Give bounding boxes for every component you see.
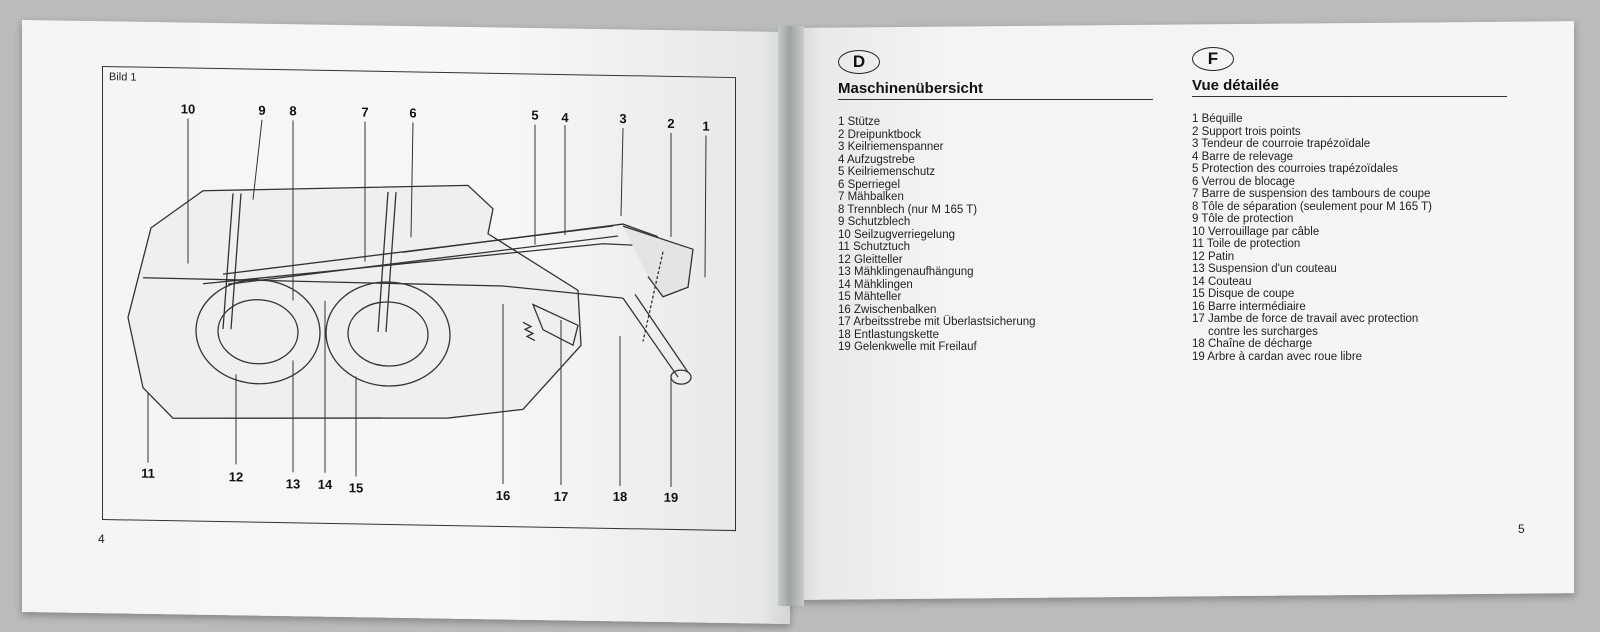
callout-8: 8 — [289, 103, 296, 118]
legend-item: 15 Disque de coupe — [1192, 288, 1295, 300]
legend-item: 9 Tôle de protection — [1192, 213, 1294, 225]
legend-item: 2 Support trois points — [1192, 125, 1301, 138]
mower-housing — [127, 184, 582, 419]
legend-item: 14 Mähklingen — [838, 278, 913, 291]
french-title: Vue détailée — [1192, 77, 1507, 97]
cutting-disc-left-inner — [217, 299, 299, 365]
legend-item: 18 Chaîne de décharge — [1192, 338, 1313, 350]
callout-7: 7 — [361, 105, 368, 120]
spring — [522, 321, 536, 342]
legend-item: 1 Stütze — [838, 116, 881, 128]
legend-item: 12 Gleitteller — [838, 253, 903, 266]
legend-item: 15 Mähteller — [838, 291, 902, 303]
legend-item: 17 Arbeitsstrebe mit Überlastsicherung — [838, 316, 1036, 328]
callout-4: 4 — [561, 110, 569, 125]
legend-item: 16 Barre intermédiaire — [1192, 300, 1306, 313]
legend-item: 7 Mähbalken — [838, 191, 904, 203]
french-legend: 1 Béquille 2 Support trois points 3 Tend… — [1192, 113, 1512, 363]
guard-post-right — [377, 191, 397, 333]
book-gutter — [778, 26, 804, 606]
legend-item: 4 Barre de relevage — [1192, 150, 1294, 163]
left-page-number: 4 — [98, 532, 105, 546]
legend-item: 10 Verrouillage par câble — [1192, 225, 1320, 238]
callout-17: 17 — [554, 489, 568, 504]
callout-13: 13 — [286, 476, 300, 491]
legend-item: 19 Arbre à cardan avec roue libre — [1192, 350, 1363, 363]
callout-3: 3 — [619, 111, 626, 126]
legend-item: 8 Trennblech (nur M 165 T) — [838, 203, 978, 216]
callout-10: 10 — [181, 101, 195, 116]
guard-post-left — [222, 193, 242, 330]
lift-strut — [402, 223, 659, 253]
callout-5: 5 — [531, 107, 538, 122]
legend-item: 3 Tendeur de courroie trapézoïdale — [1192, 138, 1371, 150]
legend-item: contre les surcharges — [1192, 325, 1318, 338]
mower-diagram: 10 9 8 7 6 5 4 3 2 1 11 12 13 14 15 16 1… — [127, 101, 710, 505]
work-strut — [531, 303, 579, 347]
callout-9: 9 — [258, 103, 265, 118]
legend-item: 11 Schutztuch — [838, 241, 911, 253]
callout-6: 6 — [409, 105, 416, 120]
legend-item: 7 Barre de suspension des tambours de co… — [1192, 188, 1431, 200]
legend-item: 2 Dreipunktbock — [838, 128, 922, 141]
legend-item: 6 Sperriegel — [838, 178, 901, 191]
german-section: D Maschinenübersicht 1 Stütze 2 Dreipunk… — [838, 50, 1158, 354]
cutting-disc-right — [325, 281, 451, 387]
chain — [642, 251, 664, 342]
callout-16: 16 — [496, 488, 510, 503]
callout-12: 12 — [229, 469, 243, 484]
german-title: Maschinenübersicht — [838, 80, 1153, 100]
callout-18: 18 — [613, 489, 627, 504]
french-section: F Vue détailée 1 Béquille 2 Support troi… — [1192, 47, 1512, 363]
lang-badge-german: D — [838, 50, 880, 74]
three-point-hitch — [622, 225, 694, 298]
shaft-joint — [670, 369, 692, 385]
legend-item: 5 Protection des courroies trapézoïdales — [1192, 163, 1398, 175]
legend-item: 9 Schutzblech — [838, 216, 911, 228]
callout-15: 15 — [349, 480, 363, 495]
legend-item: 13 Suspension d'un couteau — [1192, 263, 1337, 275]
callout-2: 2 — [667, 116, 674, 131]
legend-item: 10 Seilzugverriegelung — [838, 228, 955, 241]
right-page-number: 5 — [1518, 522, 1525, 536]
drive-shaft — [622, 293, 689, 378]
legend-item: 11 Toile de protection — [1192, 238, 1301, 250]
legend-item: 3 Keilriemenspanner — [838, 141, 944, 153]
legend-item: 14 Couteau — [1192, 275, 1252, 288]
lang-badge-french: F — [1192, 47, 1234, 71]
callout-14: 14 — [318, 477, 333, 492]
legend-item: 12 Patin — [1192, 250, 1235, 263]
legend-item: 18 Entlastungskette — [838, 328, 940, 341]
legend-item: 13 Mähklingenaufhängung — [838, 266, 974, 278]
legend-item: 6 Verrou de blocage — [1192, 175, 1295, 188]
callout-19: 19 — [664, 490, 678, 505]
callout-1: 1 — [702, 118, 709, 133]
figure-frame: Bild 1 — [102, 66, 736, 532]
german-legend: 1 Stütze 2 Dreipunktbock 3 Keilriemenspa… — [838, 116, 1158, 354]
legend-item: 8 Tôle de séparation (seulement pour M 1… — [1192, 200, 1432, 213]
legend-item: 4 Aufzugstrebe — [838, 153, 915, 166]
legend-item: 1 Béquille — [1192, 113, 1243, 125]
legend-item: 16 Zwischenbalken — [838, 303, 937, 316]
legend-item: 19 Gelenkwelle mit Freilauf — [838, 341, 977, 353]
legend-item: 17 Jambe de force de travail avec protec… — [1192, 313, 1419, 325]
legend-item: 5 Keilriemenschutz — [838, 166, 936, 178]
callout-11: 11 — [141, 466, 155, 481]
